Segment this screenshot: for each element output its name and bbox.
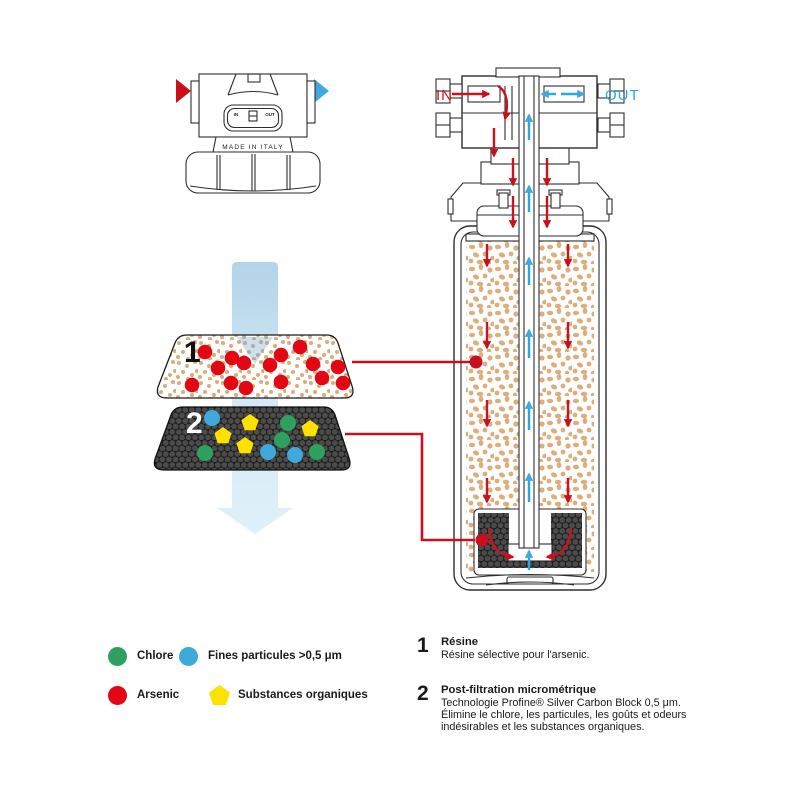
out-label: OUT [605,87,640,104]
plate-in-label: IN [234,112,239,117]
outlet-arrow-icon [314,79,329,103]
legend-label: Fines particules >0,5 μm [208,650,342,662]
legend-item-arsenic: Arsenic [108,684,179,706]
profine-logo-mark [248,110,258,122]
layer-1-resin: 1 [156,334,354,399]
inlet-fittings [435,78,463,138]
legend-label: Chlore [137,650,174,662]
outlet-fittings [597,78,625,138]
head-unit-drawing: IN OUT MADE IN ITALY [176,73,329,194]
blue-flow-arrows [524,89,586,570]
riser-tube [518,75,540,549]
callout-line-2 [345,432,489,547]
chlore-marker-icon [108,646,127,666]
arsenic-marker-icon [108,685,127,705]
note-line: Technologie Profine® Silver Carbon Block… [441,696,681,709]
substances-organiques-marker-icon [209,685,230,705]
legend-label: Substances organiques [238,689,368,701]
legend-label: Arsenic [137,689,180,701]
collar-nut [185,151,321,194]
made-in-italy-label: MADE IN ITALY [222,144,284,151]
inlet-arrow-icon [176,79,191,103]
note-title: Résine [441,636,479,648]
note-post-filtration: 2 Post-filtration micrométrique Technolo… [417,682,727,733]
legend-item-substances-organiques: Substances organiques [209,684,368,706]
legend-item-fines-particules: Fines particules >0,5 μm [179,645,342,667]
note-resine: 1 Résine Résine sélective pour l'arsenic… [417,634,727,661]
plate-out-label: OUT [265,112,275,117]
note-line: indésirables et les substances organique… [441,720,645,733]
note-line: Élimine le chlore, les particules, les g… [441,708,687,721]
in-label: IN [436,87,453,104]
layer-2-carbon: 2 [153,406,351,471]
red-flow-arrows [452,84,573,561]
fines-particules-marker-icon [179,646,198,666]
layer-2-number: 2 [186,407,203,440]
callout-line-1 [352,355,483,369]
trapped-particles [197,410,325,463]
legend-item-chlore: Chlore [108,645,173,667]
arsenic-particles [184,339,351,396]
layer-1-number: 1 [184,336,201,369]
label-plate: IN OUT [223,104,283,132]
cartridge-cross-section: IN OUT [435,67,640,591]
note-number: 2 [417,682,429,705]
note-title: Post-filtration micrométrique [441,684,597,696]
note-number: 1 [417,634,429,657]
note-line: Résine sélective pour l'arsenic. [441,648,590,661]
